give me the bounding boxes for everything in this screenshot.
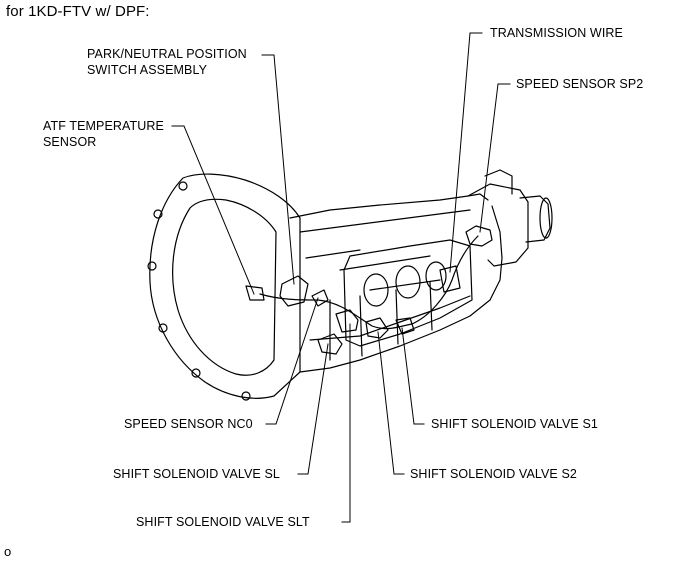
label-park-neutral-line2: SWITCH ASSEMBLY	[87, 63, 208, 77]
leader-park-neutral	[261, 54, 295, 285]
solenoid-slt-part	[335, 309, 359, 333]
label-shift-solenoid-slt: SHIFT SOLENOID VALVE SLT	[136, 515, 310, 529]
leader-transmission-wire	[449, 32, 483, 273]
solenoid-s2-part	[365, 317, 389, 339]
speed-sensor-sp2-part	[465, 225, 493, 247]
label-shift-solenoid-s2: SHIFT SOLENOID VALVE S2	[410, 467, 577, 481]
label-park-neutral-line1: PARK/NEUTRAL POSITION	[87, 47, 247, 61]
leader-solenoid-sl	[297, 343, 329, 475]
label-transmission-wire: TRANSMISSION WIRE	[490, 26, 623, 40]
valve-body	[343, 239, 473, 347]
solenoid-sl-part	[317, 333, 343, 355]
label-speed-sensor-nc0: SPEED SENSOR NC0	[124, 417, 253, 431]
solenoid-s1-part	[395, 317, 415, 335]
bell-housing-opening	[172, 198, 277, 376]
atf-sensor-part	[245, 285, 265, 301]
label-atf-temperature-line2: SENSOR	[43, 135, 97, 149]
label-atf-temperature-line1: ATF TEMPERATURE	[43, 119, 164, 133]
leader-solenoid-s2	[377, 331, 405, 475]
leader-solenoid-s1	[401, 327, 425, 425]
extension-housing	[467, 183, 529, 267]
leader-atf-temperature	[171, 125, 255, 295]
park-neutral-switch-part	[279, 275, 309, 307]
label-speed-sensor-sp2: SPEED SENSOR SP2	[516, 77, 644, 91]
speed-sensor-nc0-part	[311, 289, 329, 307]
output-flange	[519, 195, 551, 243]
heading: for 1KD-FTV w/ DPF:	[6, 3, 150, 20]
leader-solenoid-slt	[341, 323, 351, 523]
leader-speed-sensor-nc0	[265, 297, 319, 425]
figure-id: o	[4, 544, 12, 559]
label-shift-solenoid-sl: SHIFT SOLENOID VALVE SL	[113, 467, 280, 481]
leader-speed-sensor-sp2	[479, 83, 511, 233]
bell-housing	[149, 173, 301, 399]
label-shift-solenoid-s1: SHIFT SOLENOID VALVE S1	[431, 417, 598, 431]
